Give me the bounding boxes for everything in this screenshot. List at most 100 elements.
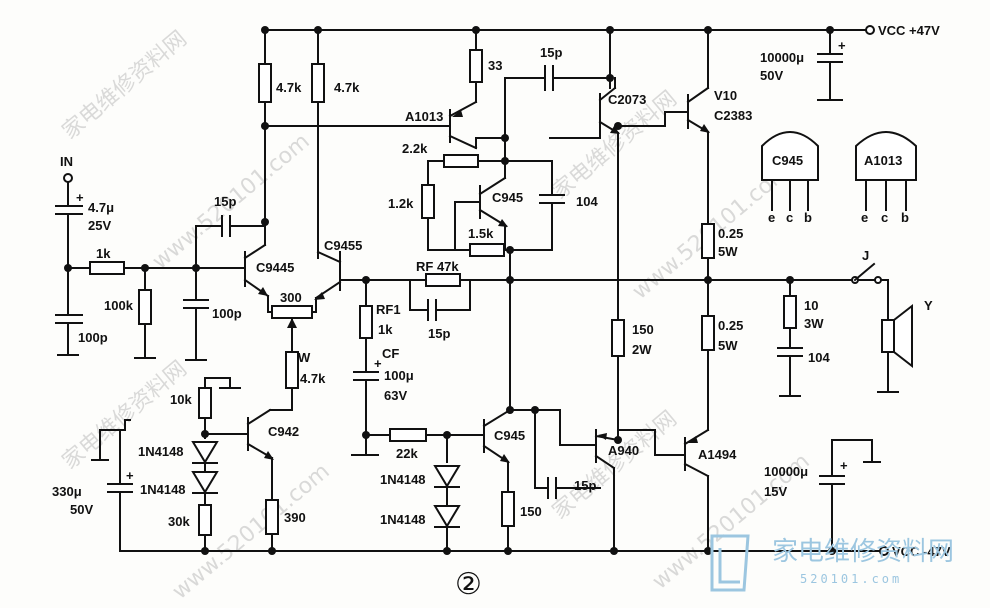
r-rf1-value: 1k (378, 322, 393, 337)
resistor-150-b (501, 491, 515, 527)
r-22k-label: 22k (396, 446, 418, 461)
q-v10-label: V10 (714, 88, 737, 103)
r-025b-watt: 5W (718, 338, 738, 353)
pin-e: e (861, 210, 868, 225)
pin-e: e (768, 210, 775, 225)
lower-driver: C945 150 1N4148 1N4148 (380, 406, 542, 555)
figure-number: ② (455, 567, 482, 602)
resistor-300-pot (271, 305, 313, 319)
c-15p-c-label: 15p (428, 326, 450, 341)
q-c2383-label: C2383 (714, 108, 752, 123)
pin-b: b (901, 210, 909, 225)
q-c2073-label: C2073 (608, 92, 646, 107)
c-15p-d-label: 15p (574, 478, 596, 493)
diode-b2 (433, 505, 461, 528)
c-cf-label: CF (382, 346, 399, 361)
speaker-icon (881, 319, 895, 353)
d-b2-label: 1N4148 (380, 512, 426, 527)
switch-label: J (862, 248, 869, 263)
resistor-22k (389, 428, 427, 442)
r-025a-watt: 5W (718, 244, 738, 259)
r-1k2-label: 1.2k (388, 196, 414, 211)
vbe-multiplier: 2.2k 1.2k 1.5k C945 104 (388, 141, 598, 411)
supply-rails: VCC +47V VCC -47V (119, 23, 951, 559)
resistor-100k (138, 289, 152, 325)
resistor-4k7-b (311, 63, 325, 103)
cap-plus-sign: + (840, 458, 848, 473)
d-b1-label: 1N4148 (380, 472, 426, 487)
resistor-rf1 (359, 305, 373, 339)
package-c945-icon (761, 131, 819, 181)
c-104-a-label: 104 (576, 194, 598, 209)
logo-mark-icon (710, 534, 750, 592)
r-rf1-label: RF1 (376, 302, 401, 317)
r-w-value: 4.7k (300, 371, 326, 386)
watermark-site: www.520101.com (168, 459, 335, 605)
input-label: IN (60, 154, 73, 169)
speaker-cone-icon (893, 303, 913, 369)
vas-stage: A1013 33 15p (264, 26, 614, 161)
r-1k5-label: 1.5k (468, 226, 494, 241)
vcc-neg-terminal (879, 546, 889, 556)
c-100p-b-label: 100p (212, 306, 242, 321)
r-390-label: 390 (284, 510, 306, 525)
current-source: C942 390 10k 1N4148 1N4148 30k + 330μ 50… (52, 377, 306, 555)
c-10000a-voltage: 50V (760, 68, 783, 83)
logo-text: 家电维修资料网 (772, 537, 954, 567)
input-terminal (63, 173, 73, 183)
q-c945-b-label: C945 (494, 428, 525, 443)
diode-a1 (191, 441, 219, 464)
c-100p-a-label: 100p (78, 330, 108, 345)
resistor-2k2 (443, 154, 479, 168)
q-a1013-label: A1013 (405, 109, 443, 124)
input-stage: IN + 4.7μ 25V 100p 1k 100k 100p 15p (55, 154, 266, 361)
resistor-rf-47k (425, 273, 461, 287)
q-c9445-label: C9445 (256, 260, 294, 275)
pinout-diagrams: C945 e c b A1013 e c b (761, 131, 917, 225)
d-a1-label: 1N4148 (138, 444, 184, 459)
diode-b1 (433, 465, 461, 488)
cap-plus-sign: + (126, 468, 134, 483)
site-logo: 家电维修资料网 520101.com (710, 534, 954, 592)
resistor-10k (198, 387, 212, 419)
c-10000b-voltage: 15V (764, 484, 787, 499)
c-in-voltage: 25V (88, 218, 111, 233)
watermark-text: 家电维修资料网 (58, 26, 192, 144)
package-a1013-icon (855, 131, 917, 181)
diff-pair: 4.7k 4.7k C9445 C9455 300 W 4.7k (243, 26, 471, 411)
q-a940-label: A940 (608, 443, 639, 458)
vcc-neg-label: VCC -47V (892, 544, 951, 559)
r-150a-label: 150 (632, 322, 654, 337)
q-c942-label: C942 (268, 424, 299, 439)
c-cf-value: 100μ (384, 368, 414, 383)
resistor-30k (198, 504, 212, 536)
c-15p-b-label: 15p (540, 45, 562, 60)
c-15p-a-label: 15p (214, 194, 236, 209)
resistor-1k5 (469, 243, 505, 257)
cap-plus-sign: + (76, 190, 84, 205)
logo-url: 520101.com (800, 572, 902, 586)
r-025b-label: 0.25 (718, 318, 743, 333)
cap-plus-sign: + (838, 38, 846, 53)
q-a1494-label: A1494 (698, 447, 737, 462)
r-w-label: W (298, 350, 311, 365)
c-in-label: 4.7μ (88, 200, 114, 215)
resistor-4k7-a (258, 63, 272, 103)
cap-plus-sign: + (374, 356, 382, 371)
c-330-label: 330μ (52, 484, 82, 499)
c-104-b-label: 104 (808, 350, 830, 365)
q-c9455-label: C9455 (324, 238, 362, 253)
resistor-025-b (701, 315, 715, 351)
pkg-c945-label: C945 (772, 153, 803, 168)
r-33-label: 33 (488, 58, 502, 73)
pkg-a1013-label: A1013 (864, 153, 902, 168)
vcc-pos-terminal (865, 25, 875, 35)
vcc-pos-label: VCC +47V (878, 23, 940, 38)
feedback-network: RF 47k 15p RF1 1k + CF 100μ 63V 22k (351, 259, 886, 461)
c-330-voltage: 50V (70, 502, 93, 517)
r-300-label: 300 (280, 290, 302, 305)
resistor-33 (469, 49, 483, 83)
r-150a-watt: 2W (632, 342, 652, 357)
psu-caps: + 10000μ 50V + 10000μ 15V (760, 26, 881, 555)
resistor-10 (783, 295, 797, 329)
